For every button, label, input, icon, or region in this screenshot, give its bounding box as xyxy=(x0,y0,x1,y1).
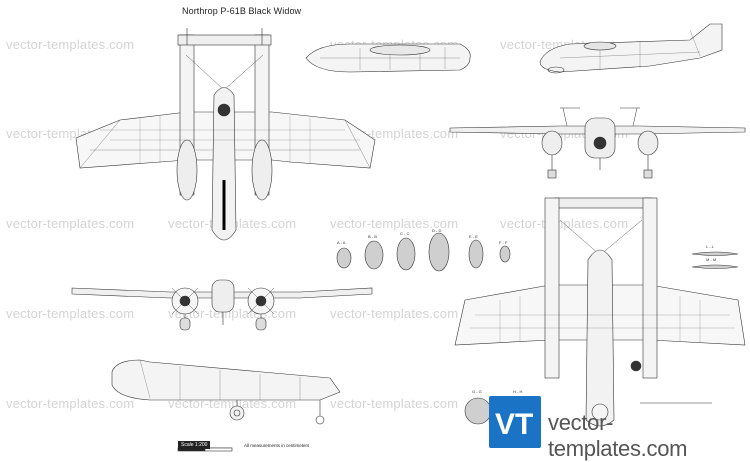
page-title: Northrop P-61B Black Widow xyxy=(182,6,302,16)
section-label-d: D - D xyxy=(432,228,442,233)
section-label-e: E - E xyxy=(469,234,478,239)
section-label-c: C - C xyxy=(400,231,410,236)
section-label-l: L - L xyxy=(706,244,714,249)
side-view-upper xyxy=(305,43,471,73)
section-label-m: M - M xyxy=(706,257,717,262)
section-label-g: G - G xyxy=(472,389,482,394)
vt-logo-icon: VT xyxy=(489,396,541,448)
cross-sections xyxy=(336,232,739,425)
bottom-view xyxy=(454,197,746,427)
logo-mark: VT xyxy=(495,408,533,441)
section-label-h: H - H xyxy=(513,389,523,394)
top-view-left xyxy=(75,28,376,241)
section-label-f: F - F xyxy=(499,240,508,245)
logo-text: vector-templates.com xyxy=(548,410,688,461)
side-view-right xyxy=(539,23,723,74)
side-view-lower xyxy=(111,359,341,425)
front-view-lower xyxy=(71,279,373,331)
section-label-b: B - B xyxy=(368,234,377,239)
scale-label: Scale 1:200 xyxy=(178,441,211,449)
front-view xyxy=(449,107,746,179)
section-label-a: A - A xyxy=(337,240,346,245)
measurements-note: All measurements in centimeters xyxy=(244,443,310,448)
